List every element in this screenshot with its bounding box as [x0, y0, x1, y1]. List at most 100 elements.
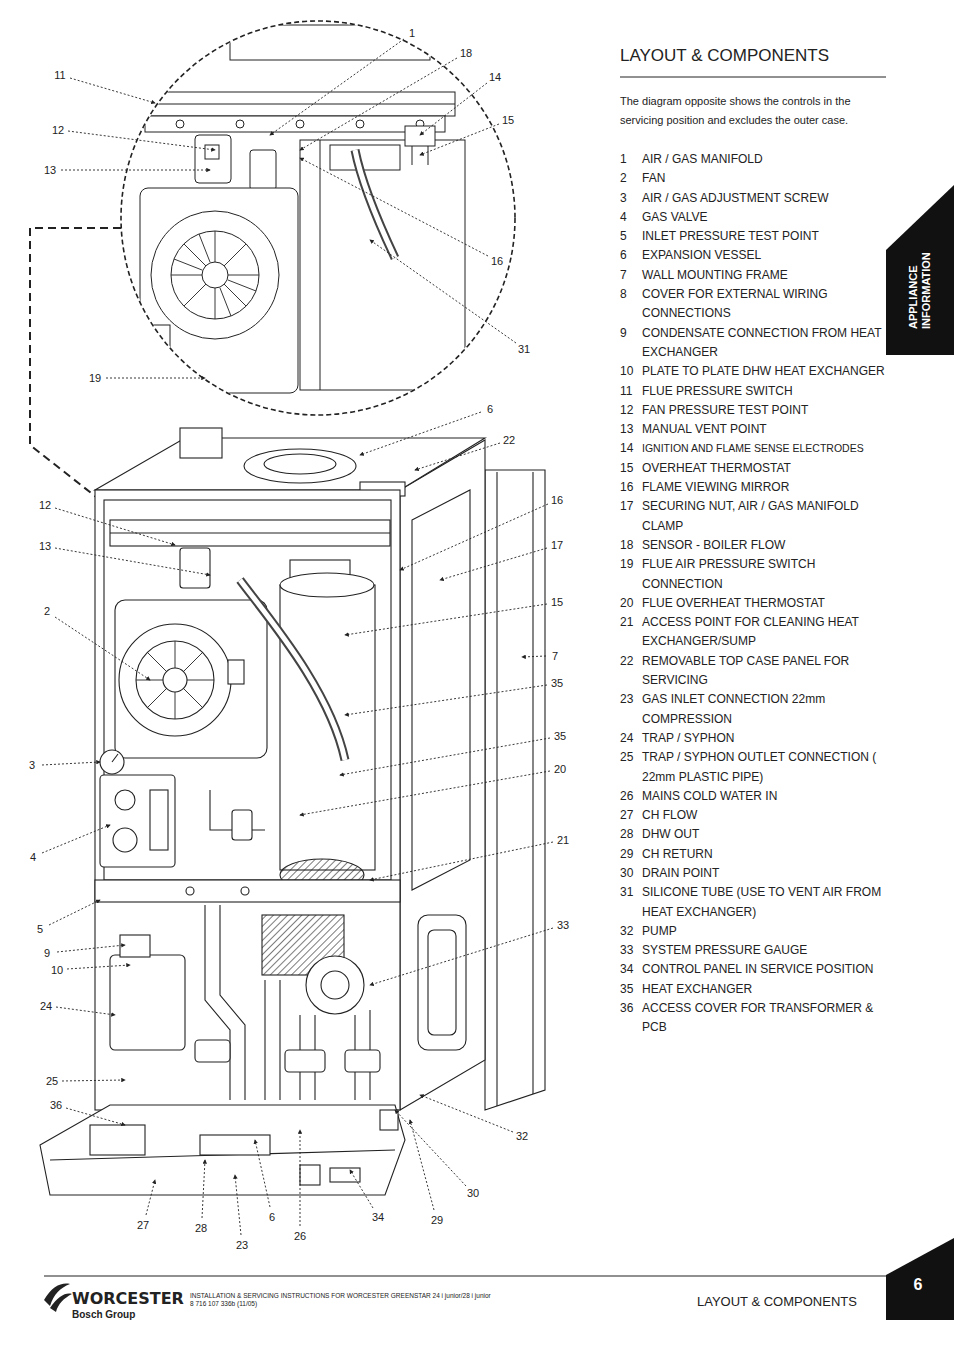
item-number: 6: [620, 246, 642, 265]
leader-line: [55, 548, 210, 575]
callout-number: 35: [553, 730, 567, 742]
component-list: 1AIR / GAS MANIFOLD2FAN3AIR / GAS ADJUST…: [620, 150, 888, 1038]
item-number: 14: [620, 439, 642, 458]
list-item: 9CONDENSATE CONNECTION FROM HEAT EXCHANG…: [620, 324, 888, 363]
item-text: MAINS COLD WATER IN: [642, 787, 888, 806]
item-text: AIR / GAS MANIFOLD: [642, 150, 888, 169]
item-text: CONTROL PANEL IN SERVICE POSITION: [642, 960, 888, 979]
item-number: 9: [620, 324, 642, 363]
callout-number: 15: [550, 596, 564, 608]
item-text: CH RETURN: [642, 845, 888, 864]
callout-number: 33: [556, 919, 570, 931]
callout-number: 34: [371, 1211, 385, 1223]
item-number: 31: [620, 883, 642, 922]
callout-number: 6: [486, 403, 494, 415]
leader-line: [106, 378, 205, 379]
callout-number: 35: [550, 677, 564, 689]
callout-number: 10: [50, 964, 64, 976]
item-text: TRAP / SYPHON: [642, 729, 888, 748]
leader-line: [70, 78, 155, 103]
intro-text: The diagram opposite shows the controls …: [620, 92, 888, 130]
item-number: 28: [620, 825, 642, 844]
item-text: HEAT EXCHANGER: [642, 980, 888, 999]
item-text: OVERHEAT THERMOSTAT: [642, 459, 888, 478]
callout-number: 1: [408, 27, 416, 39]
item-text: FLUE OVERHEAT THERMOSTAT: [642, 594, 888, 613]
callout-number: 17: [550, 539, 564, 551]
list-item: 28DHW OUT: [620, 825, 888, 844]
leader-line: [350, 1170, 373, 1208]
leader-line: [300, 158, 488, 256]
list-item: 11FLUE PRESSURE SWITCH: [620, 382, 888, 401]
item-number: 1: [620, 150, 642, 169]
callout-number: 26: [293, 1230, 307, 1242]
list-item: 24TRAP / SYPHON: [620, 729, 888, 748]
leader-line: [55, 508, 175, 545]
list-item: 35HEAT EXCHANGER: [620, 980, 888, 999]
leader-line: [56, 1007, 115, 1015]
leader-line: [62, 1080, 125, 1081]
callout-number: 22: [502, 434, 516, 446]
item-number: 23: [620, 690, 642, 729]
item-text: FAN PRESSURE TEST POINT: [642, 401, 888, 420]
leader-line: [420, 124, 499, 155]
item-number: 24: [620, 729, 642, 748]
leader-line: [360, 412, 481, 455]
item-number: 21: [620, 613, 642, 652]
item-number: 3: [620, 189, 642, 208]
item-number: 20: [620, 594, 642, 613]
callout-number: 27: [136, 1219, 150, 1231]
callout-number: 21: [556, 834, 570, 846]
leader-line: [522, 656, 546, 657]
item-text: INLET PRESSURE TEST POINT: [642, 227, 888, 246]
leader-line: [66, 1108, 125, 1125]
item-text: FLAME VIEWING MIRROR: [642, 478, 888, 497]
item-number: 36: [620, 999, 642, 1038]
callout-number: 28: [194, 1222, 208, 1234]
section-tab: APPLIANCE INFORMATION: [886, 185, 954, 355]
item-text: FLUE PRESSURE SWITCH: [642, 382, 888, 401]
callout-number: 31: [517, 343, 531, 355]
item-number: 35: [620, 980, 642, 999]
tab-label: APPLIANCE INFORMATION: [907, 237, 933, 329]
callout-number: 36: [49, 1099, 63, 1111]
leader-line: [67, 965, 130, 969]
callout-number: 24: [39, 1000, 53, 1012]
callout-number: 5: [36, 923, 44, 935]
item-text: SENSOR - BOILER FLOW: [642, 536, 888, 555]
leader-line: [146, 1180, 155, 1215]
leader-line: [300, 1130, 301, 1226]
list-item: 34CONTROL PANEL IN SERVICE POSITION: [620, 960, 888, 979]
item-text: ACCESS COVER FOR TRANSFORMER & PCB: [642, 999, 888, 1038]
item-text: SYSTEM PRESSURE GAUGE: [642, 941, 888, 960]
callout-number: 25: [45, 1075, 59, 1087]
callout-number: 3: [28, 759, 36, 771]
item-text: ACCESS POINT FOR CLEANING HEAT EXCHANGER…: [642, 613, 888, 652]
item-number: 11: [620, 382, 642, 401]
leader-line: [42, 825, 110, 853]
leader-line: [345, 685, 547, 715]
leader-line: [42, 762, 100, 765]
item-number: 27: [620, 806, 642, 825]
callout-number: 2: [43, 605, 51, 617]
item-text: GAS VALVE: [642, 208, 888, 227]
item-number: 25: [620, 748, 642, 787]
leader-line: [300, 58, 457, 150]
callout-number: 14: [488, 71, 502, 83]
magnified-detail: [121, 21, 515, 415]
leader-line: [255, 1140, 270, 1207]
item-number: 10: [620, 362, 642, 381]
list-item: 12FAN PRESSURE TEST POINT: [620, 401, 888, 420]
list-item: 20FLUE OVERHEAT THERMOSTAT: [620, 594, 888, 613]
tab-fill: [886, 1238, 954, 1320]
item-text: PUMP: [642, 922, 888, 941]
item-text: SECURING NUT, AIR / GAS MANIFOLD CLAMP: [642, 497, 888, 536]
item-number: 4: [620, 208, 642, 227]
list-item: 10PLATE TO PLATE DHW HEAT EXCHANGER: [620, 362, 888, 381]
callout-number: 7: [551, 650, 559, 662]
list-item: 18SENSOR - BOILER FLOW: [620, 536, 888, 555]
item-number: 12: [620, 401, 642, 420]
callout-number: 30: [466, 1187, 480, 1199]
list-item: 2FAN: [620, 169, 888, 188]
page-number-tab: 6: [886, 1238, 954, 1320]
